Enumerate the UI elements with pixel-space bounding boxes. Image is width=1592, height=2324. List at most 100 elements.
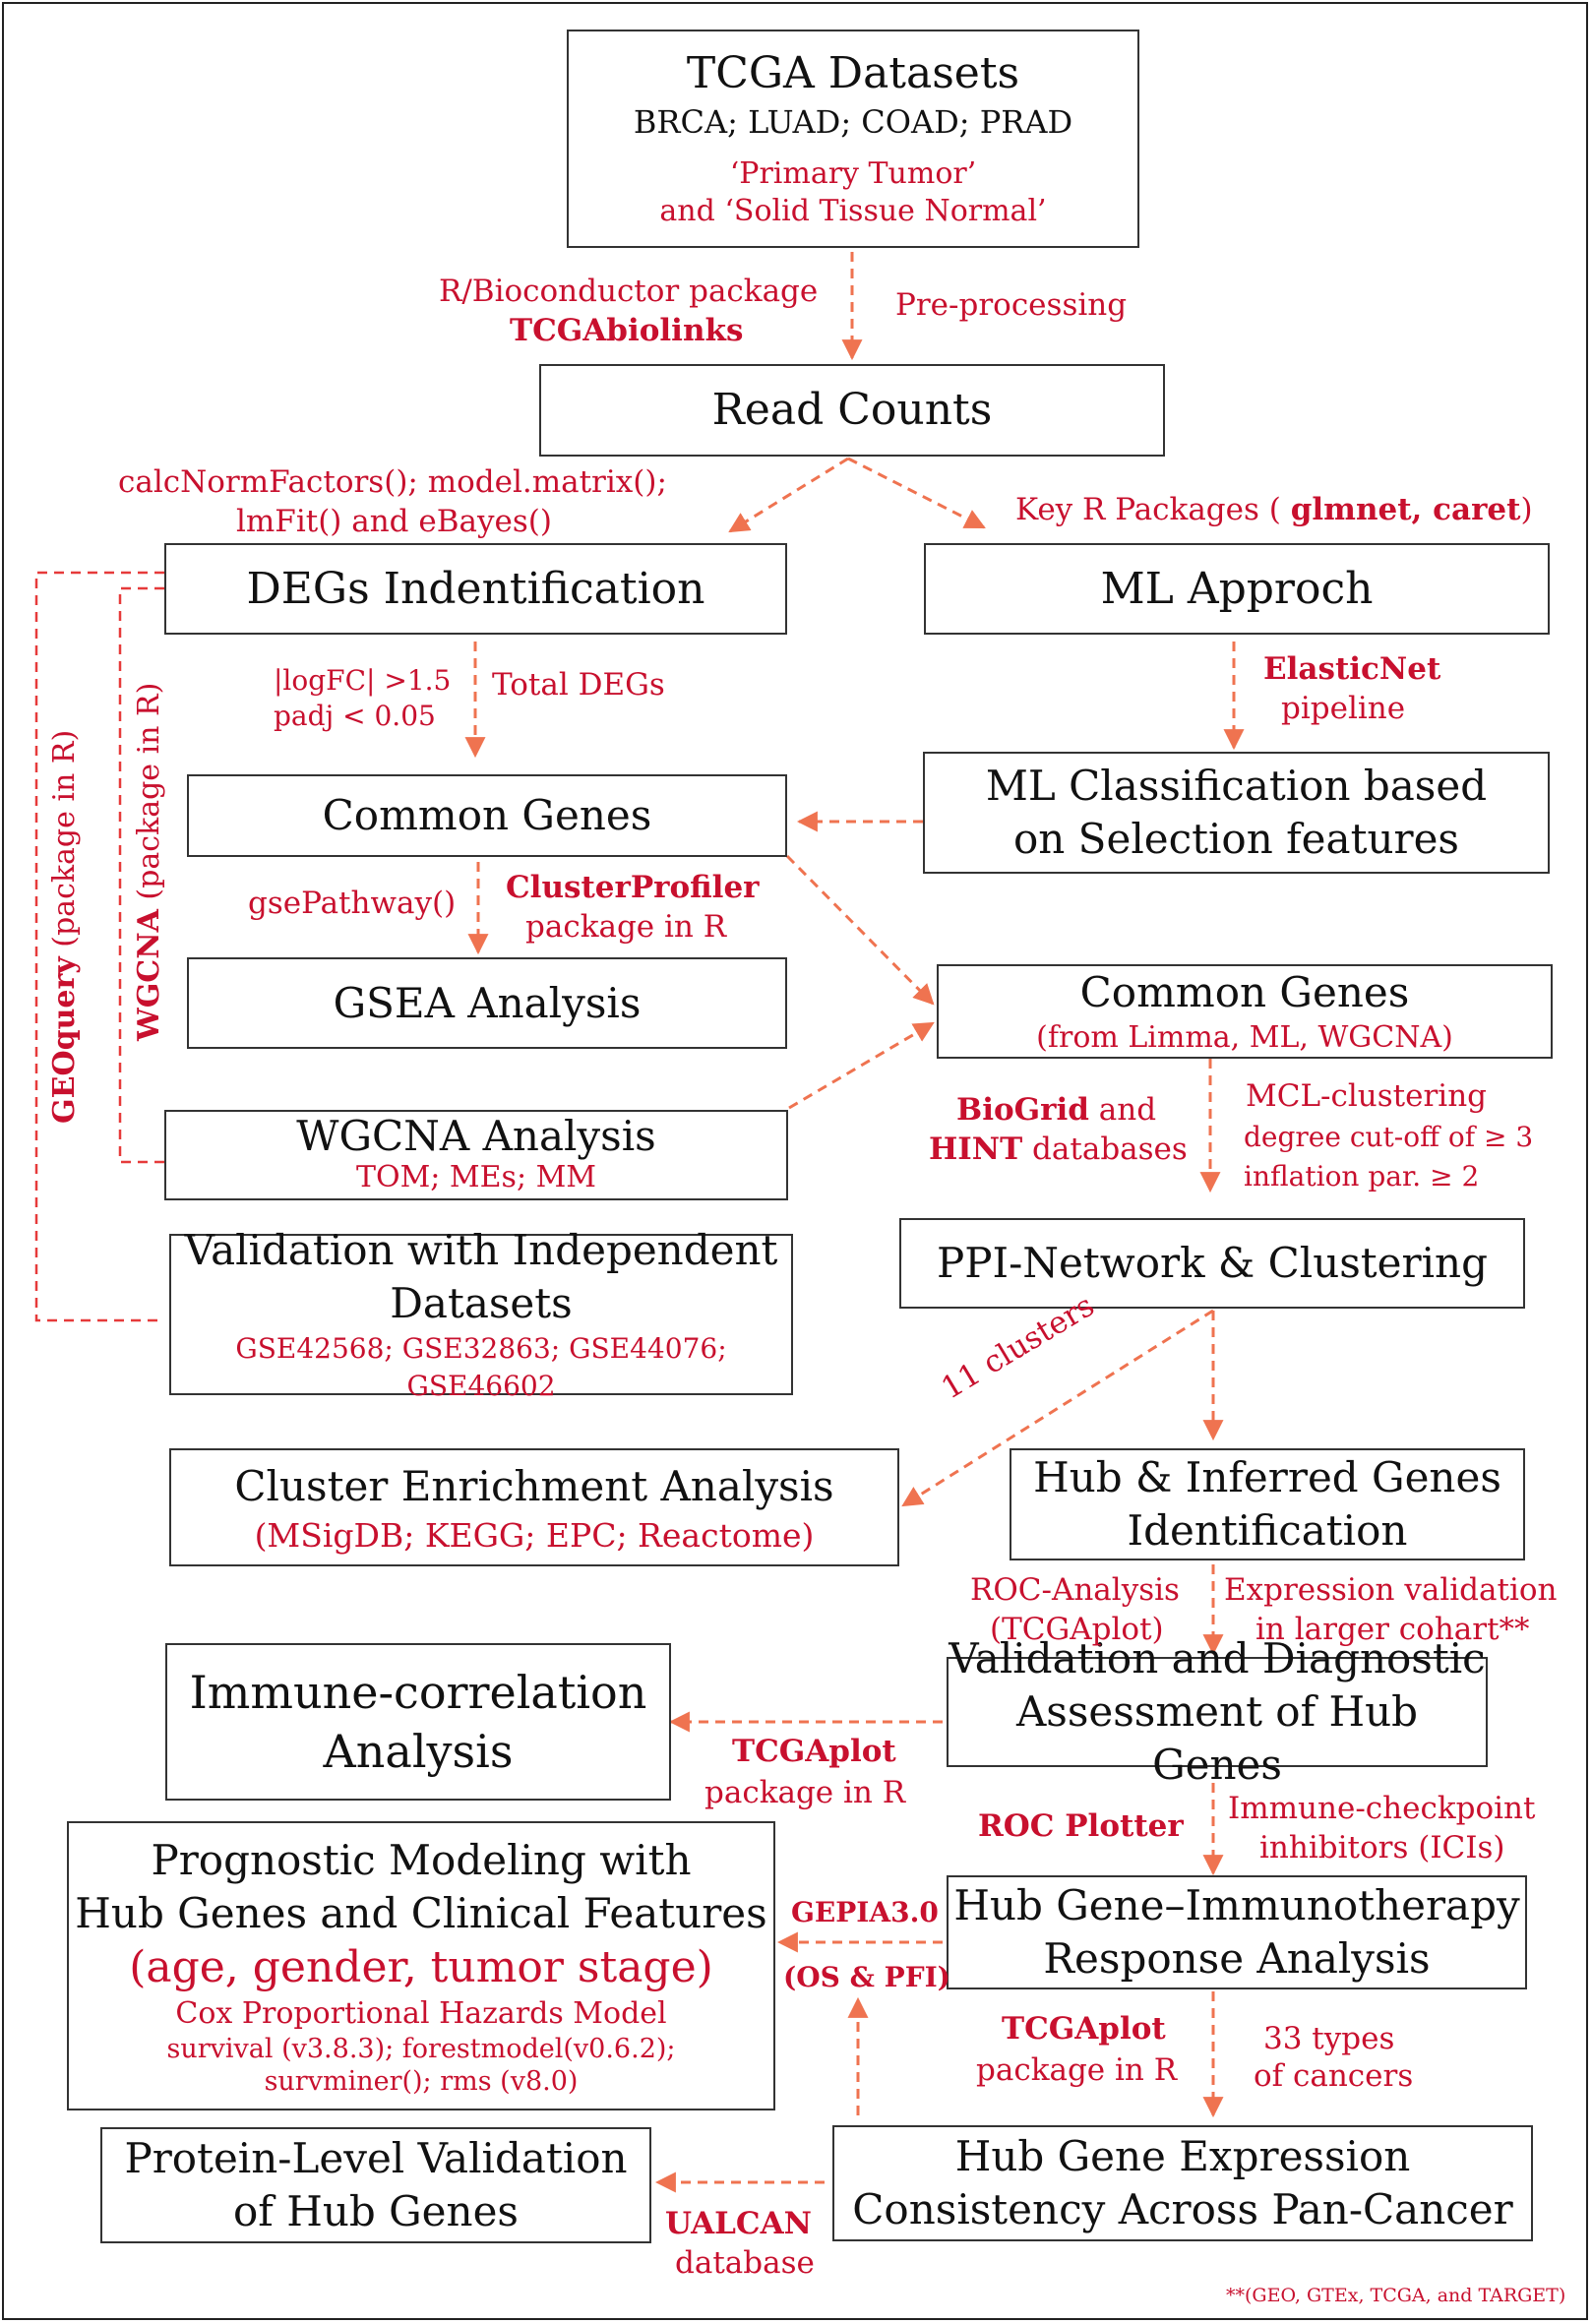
protein-line1: Protein-Level Validation <box>124 2134 628 2182</box>
prognostic-clinical: (age, gender, tumor stage) <box>129 1942 713 1992</box>
protein-validation-box: Protein-Level Validation of Hub Genes <box>100 2127 651 2243</box>
val-diag-line1: Validation and Diagnostic <box>949 1634 1486 1682</box>
label-keyr-bold: glmnet, caret <box>1290 492 1521 527</box>
immune-line1: Immune-correlation <box>189 1666 647 1719</box>
label-wgcna: WGCNA <box>132 909 166 1041</box>
hub-genes-box: Hub & Inferred Genes Identification <box>1010 1448 1525 1560</box>
prognostic-line2: Hub Genes and Clinical Features <box>75 1889 767 1937</box>
label-ici-1: Immune-checkpoint <box>1228 1791 1536 1826</box>
tcga-note-normal: and ‘Solid Tissue Normal’ <box>659 194 1047 228</box>
label-database: database <box>675 2245 815 2281</box>
pancancer-line2: Consistency Across Pan-Cancer <box>852 2185 1513 2233</box>
label-keyr-post: ) <box>1520 492 1533 527</box>
label-biogrid-line: BioGrid and <box>956 1090 1156 1130</box>
label-keyr-pre: Key R Packages ( <box>1015 492 1291 527</box>
arrow-readcounts-ml <box>847 457 986 529</box>
label-hint-line: HINT databases <box>929 1130 1188 1169</box>
bracket-geoquery <box>34 571 164 1322</box>
immunotherapy-box: Hub Gene–Immunotherapy Response Analysis <box>947 1875 1527 1989</box>
label-wgcna-rest: (package in R) <box>132 682 166 910</box>
gsea-title: GSEA Analysis <box>333 978 642 1027</box>
ml-approach-box: ML Approch <box>924 543 1550 635</box>
label-calcnorm-1: calcNormFactors(); model.matrix(); <box>118 464 667 500</box>
label-tcgaplot: TCGAplot <box>732 1734 896 1769</box>
label-clusterprofiler: ClusterProfiler <box>506 870 760 905</box>
label-padj: padj < 0.05 <box>274 700 436 732</box>
common-right-sub: (from Limma, ML, WGCNA) <box>1036 1020 1453 1055</box>
tcga-title: TCGA Datasets <box>686 48 1020 98</box>
prognostic-packages2: survminer(); rms (v8.0) <box>264 2066 579 2097</box>
label-and: and <box>1088 1092 1157 1128</box>
label-geoquery-rest: (package in R) <box>47 729 82 957</box>
label-mcl: MCL-clustering <box>1246 1078 1488 1114</box>
label-wgcna-vertical: WGCNA (package in R) <box>130 683 169 1041</box>
label-expr-validation-2: in larger cohart** <box>1255 1612 1530 1647</box>
immuno-line2: Response Analysis <box>1043 1934 1431 1983</box>
validation-line2: Datasets <box>390 1279 573 1327</box>
ppi-box: PPI-Network & Clustering <box>899 1218 1525 1309</box>
pancancer-line1: Hub Gene Expression <box>954 2132 1411 2180</box>
common-left-title: Common Genes <box>322 791 652 839</box>
label-of-cancers: of cancers <box>1254 2058 1414 2094</box>
arrow-ppi-cluster <box>901 1309 1214 1507</box>
label-databases: databases <box>1022 1131 1188 1167</box>
pan-cancer-box: Hub Gene Expression Consistency Across P… <box>832 2125 1533 2241</box>
prognostic-model: Cox Proportional Hazards Model <box>175 1996 667 2031</box>
label-geoquery: GEOquery <box>47 956 82 1124</box>
read-counts-box: Read Counts <box>539 364 1165 457</box>
arrow-readcounts-degs <box>728 457 849 533</box>
wgcna-box: WGCNA Analysis TOM; MEs; MM <box>164 1110 788 1200</box>
common-right-title: Common Genes <box>1079 968 1410 1016</box>
val-diag-line2: Assessment of Hub Genes <box>1015 1687 1419 1789</box>
tcga-note-primary: ‘Primary Tumor’ <box>729 156 977 191</box>
prognostic-line1: Prognostic Modeling with <box>151 1836 692 1884</box>
label-tcgaplot-paren: (TCGAplot) <box>990 1612 1164 1647</box>
cluster-title: Cluster Enrichment Analysis <box>234 1462 834 1510</box>
validation-datasets: GSE42568; GSE32863; GSE44076; GSE46602 <box>235 1332 727 1402</box>
footnote: **(GEO, GTEx, TCGA, and TARGET) <box>1226 2285 1566 2306</box>
degs-box: DEGs Indentification <box>164 543 787 635</box>
common-genes-right-box: Common Genes (from Limma, ML, WGCNA) <box>937 964 1553 1059</box>
immuno-line1: Hub Gene–Immunotherapy <box>953 1881 1520 1929</box>
arrow-wgcna-commonright <box>788 1021 935 1110</box>
label-tcgaplot-2: TCGAplot <box>1002 2011 1166 2047</box>
wgcna-sub: TOM; MEs; MM <box>355 1160 597 1194</box>
label-ici-2: inhibitors (ICIs) <box>1259 1830 1505 1865</box>
label-geoquery-vertical: GEOquery (package in R) <box>45 730 85 1124</box>
validation-box: Validation with Independent Datasets GSE… <box>169 1226 793 1402</box>
ml-title: ML Approch <box>1100 563 1374 614</box>
label-key-r-packages: Key R Packages ( glmnet, caret) <box>1015 490 1533 529</box>
immune-correlation-box: Immune-correlation Analysis <box>165 1643 671 1801</box>
protein-line2: of Hub Genes <box>233 2187 519 2235</box>
tcga-cancers: BRCA; LUAD; COAD; PRAD <box>633 103 1073 141</box>
prognostic-packages1: survival (v3.8.3); forestmodel(v0.6.2); <box>166 2034 676 2064</box>
cluster-enrichment-box: Cluster Enrichment Analysis (MSigDB; KEG… <box>169 1448 899 1566</box>
label-ualcan: UALCAN <box>665 2206 812 2241</box>
label-total-degs: Total DEGs <box>492 667 665 703</box>
label-elasticnet: ElasticNet <box>1263 651 1441 687</box>
label-degree: degree cut-off of ≥ 3 <box>1244 1121 1534 1153</box>
label-inflation: inflation par. ≥ 2 <box>1244 1160 1480 1193</box>
immune-line2: Analysis <box>323 1725 514 1778</box>
label-logfc: |logFC| >1.5 <box>274 664 452 697</box>
label-package-in-r-3: package in R <box>976 2052 1178 2088</box>
read-counts-title: Read Counts <box>711 385 993 435</box>
label-roc-plotter: ROC Plotter <box>978 1808 1184 1844</box>
label-tcgabiolinks: TCGAbiolinks <box>510 313 744 348</box>
label-biogrid: BioGrid <box>956 1092 1089 1128</box>
bracket-wgcna <box>118 586 164 1164</box>
label-roc-analysis: ROC-Analysis <box>970 1572 1180 1608</box>
hub-line2: Identification <box>1127 1506 1408 1555</box>
label-preprocessing: Pre-processing <box>895 287 1128 323</box>
wgcna-title: WGCNA Analysis <box>296 1112 656 1160</box>
label-package-in-r: package in R <box>525 909 727 945</box>
label-gepia: GEPIA3.0 <box>791 1896 939 1928</box>
validation-diagnostic-box: Validation and Diagnostic Assessment of … <box>947 1634 1488 1789</box>
arrow-common-commonright <box>785 854 935 1006</box>
ml-classification-box: ML Classification based on Selection fea… <box>923 752 1550 874</box>
prognostic-box: Prognostic Modeling with Hub Genes and C… <box>67 1821 775 2110</box>
label-pipeline: pipeline <box>1281 691 1406 726</box>
label-expr-validation-1: Expression validation <box>1224 1572 1558 1608</box>
